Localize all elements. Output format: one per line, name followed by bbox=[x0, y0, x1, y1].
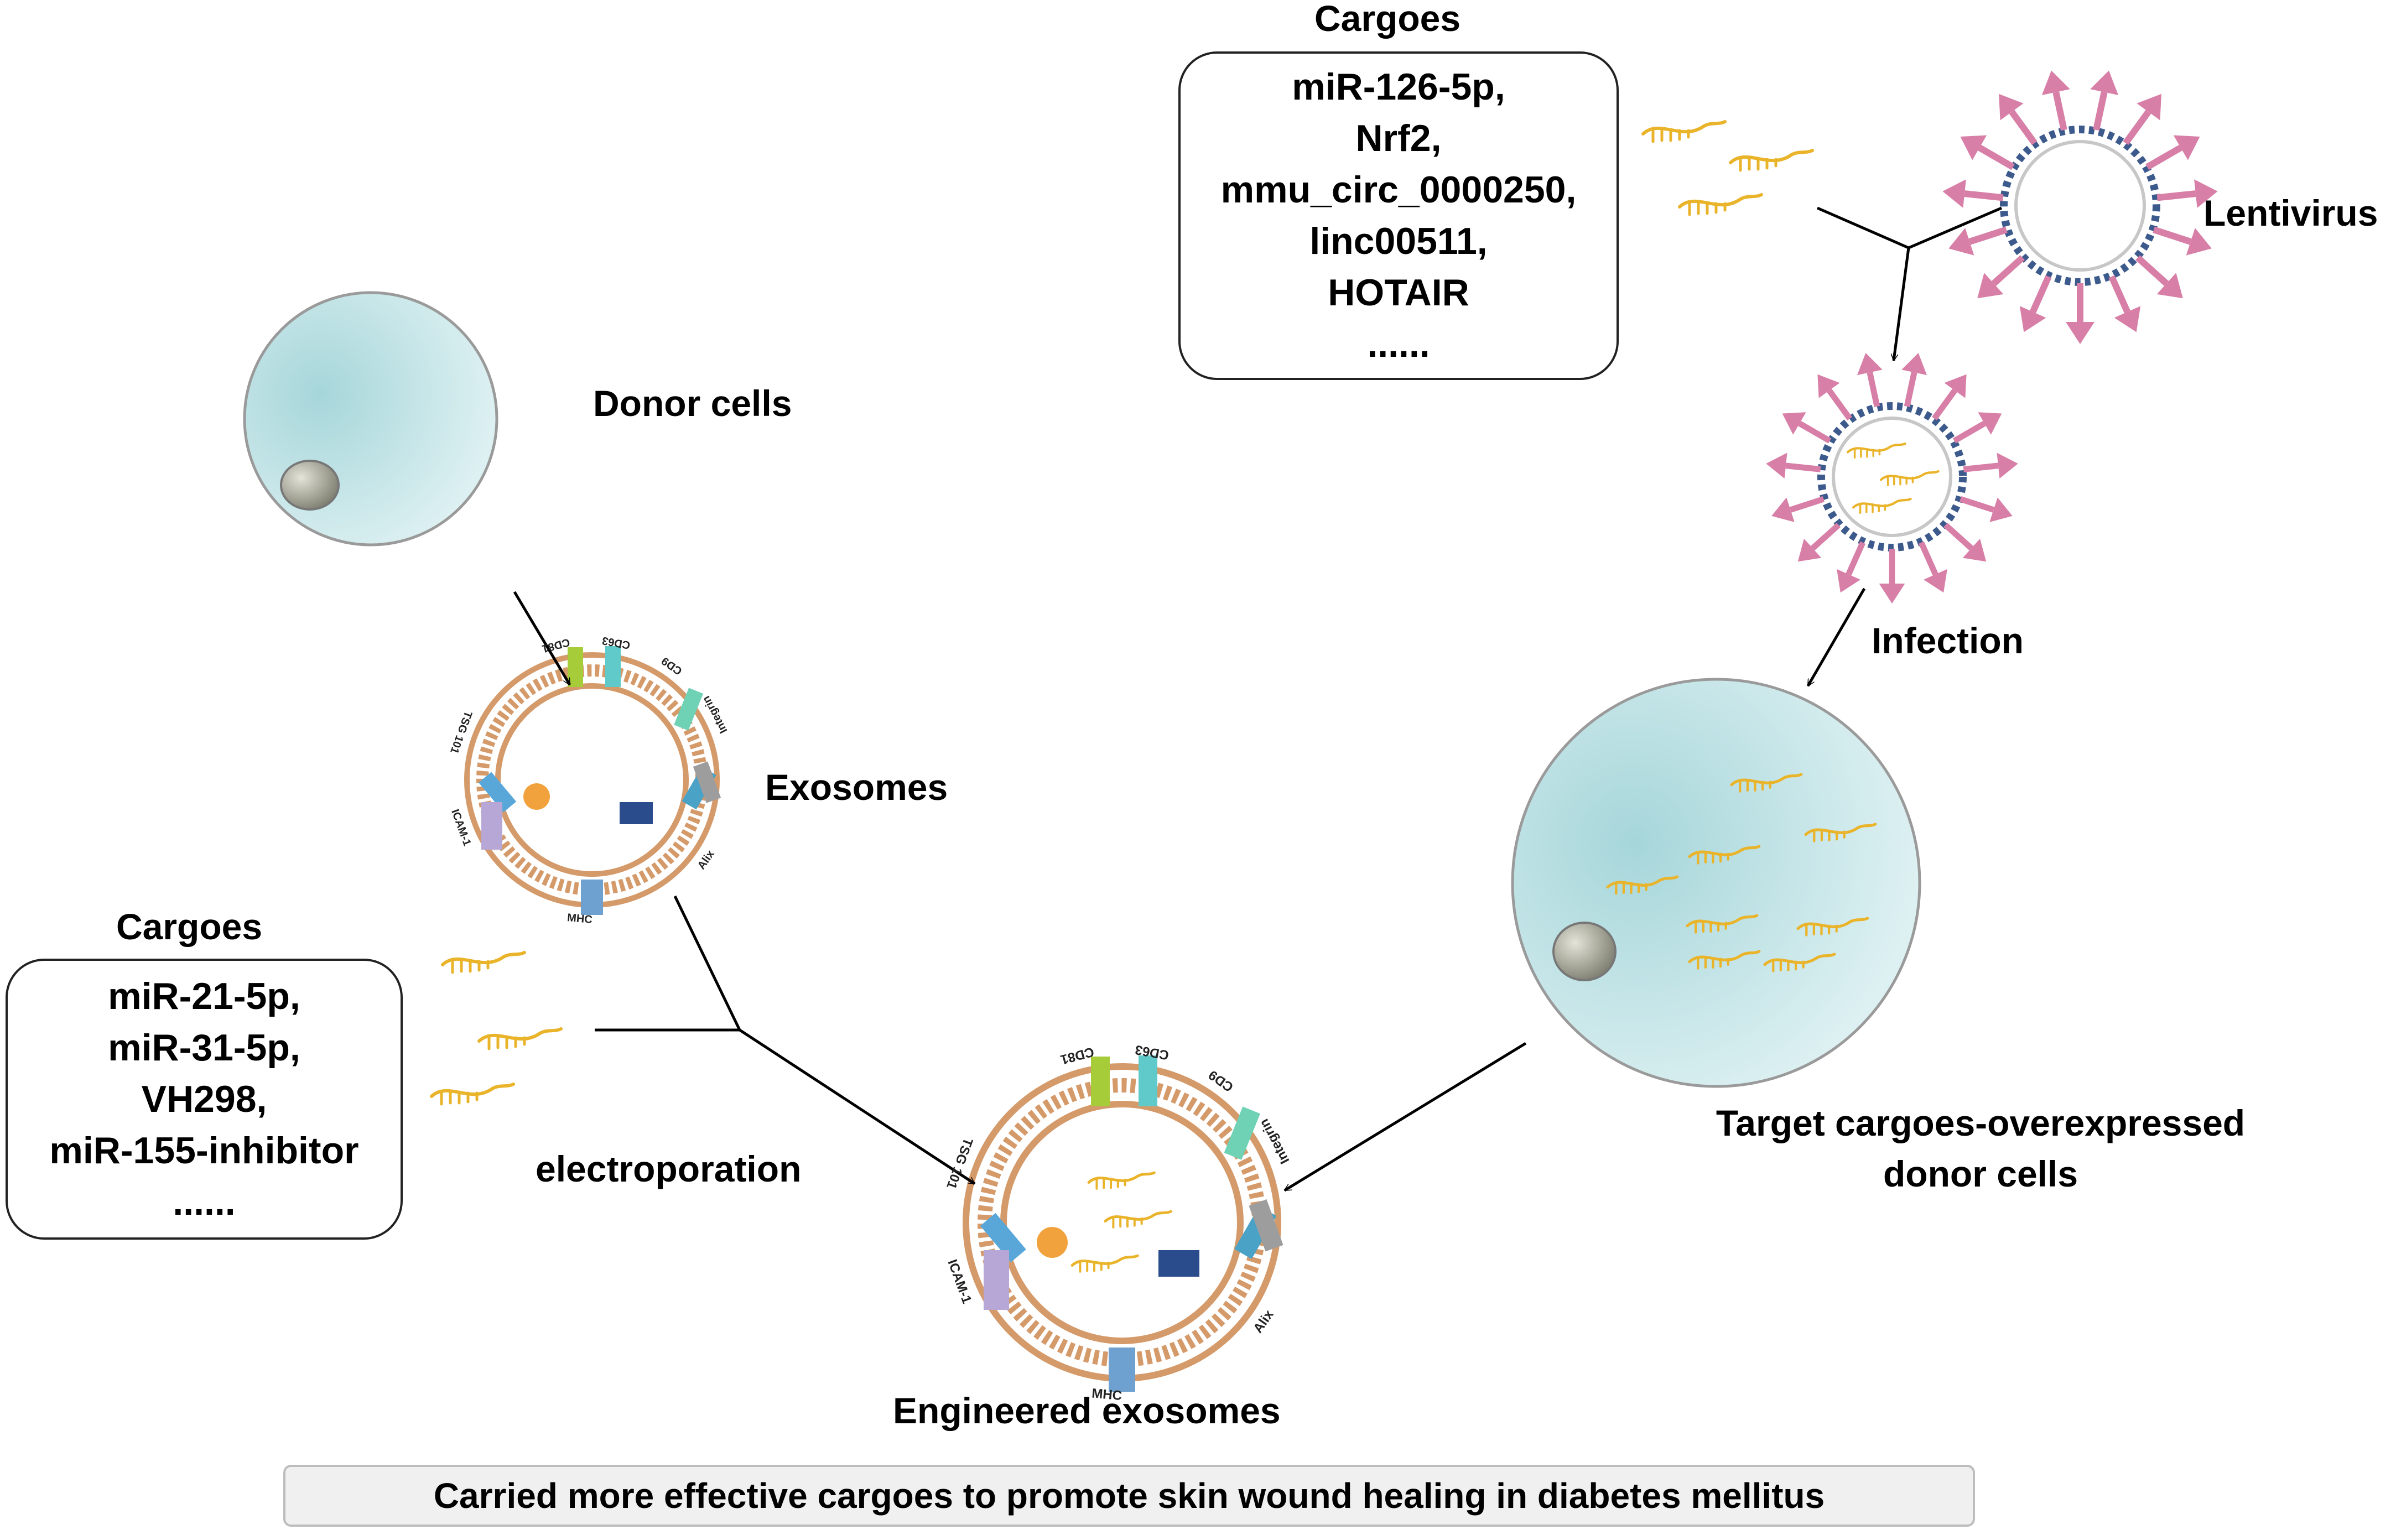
membrane-protein-label: CD81 bbox=[540, 636, 571, 654]
arrow-donor-to-exosome bbox=[513, 591, 571, 685]
lentivirus-label: Lentivirus bbox=[2203, 192, 2378, 233]
cargo-item: ...... bbox=[173, 1180, 236, 1223]
membrane-protein-label: MHC bbox=[1091, 1386, 1122, 1403]
membrane-protein-label: Alix bbox=[1250, 1307, 1277, 1336]
cargo-item: miR-155-inhibitor bbox=[49, 1129, 359, 1172]
membrane-protein-label: MHC bbox=[566, 912, 592, 926]
cargo-item: mmu_circ_0000250, bbox=[1220, 169, 1577, 211]
cargo-item: VH298, bbox=[141, 1078, 267, 1120]
arrows bbox=[513, 206, 2002, 1192]
cargo-item: HOTAIR bbox=[1328, 272, 1469, 314]
cargo-box-left: miR-21-5p, miR-31-5p, VH298, miR-155-inh… bbox=[6, 959, 403, 1240]
target-cells-label-line2: donor cells bbox=[1883, 1153, 2078, 1194]
cargo-box-right-title: Cargoes bbox=[1314, 0, 1461, 39]
rna-cargo-group-right bbox=[1643, 122, 1812, 215]
arrow-lentivirus-down bbox=[1894, 247, 1910, 361]
exosomes-label: Exosomes bbox=[765, 767, 948, 808]
membrane-protein-label: Alix bbox=[695, 848, 717, 872]
arrow-electroporation bbox=[739, 1028, 975, 1185]
target-cells-label: Target cargoes-overexpressed donor cells bbox=[1649, 1097, 2312, 1199]
membrane-protein-label: CD81 bbox=[1059, 1044, 1095, 1067]
cargo-item: miR-126-5p, bbox=[1292, 66, 1505, 108]
cargo-item: miR-21-5p, bbox=[108, 975, 300, 1017]
electroporation-label: electroporation bbox=[536, 1148, 802, 1189]
engineered-exosome bbox=[963, 1055, 1283, 1392]
donor-cells-label: Donor cells bbox=[593, 383, 792, 424]
cargo-item: Nrf2, bbox=[1355, 117, 1442, 159]
merge-left bbox=[595, 895, 742, 1032]
footer-banner: Carried more effective cargoes to promot… bbox=[283, 1465, 1975, 1527]
donor-cell bbox=[243, 291, 498, 547]
exosome bbox=[464, 646, 721, 915]
rna-cargo-group-left bbox=[432, 953, 561, 1104]
infection-label: Infection bbox=[1872, 620, 2024, 661]
arrow-target-to-engineered bbox=[1285, 1042, 1527, 1192]
loaded-lentivirus bbox=[1764, 350, 2020, 603]
cargo-item: linc00511, bbox=[1309, 220, 1488, 262]
target-cell bbox=[1511, 678, 1921, 1088]
cargo-box-left-title: Cargoes bbox=[116, 906, 263, 947]
engineered-exosomes-label: Engineered exosomes bbox=[893, 1390, 1281, 1431]
cargo-box-right: miR-126-5p, Nrf2, mmu_circ_0000250, linc… bbox=[1178, 51, 1619, 380]
lentivirus-particle bbox=[1941, 67, 2220, 344]
target-cells-label-line1: Target cargoes-overexpressed bbox=[1716, 1102, 2246, 1143]
cargo-item: ...... bbox=[1367, 323, 1430, 365]
arrow-infection bbox=[1806, 587, 1866, 686]
cargo-item: miR-31-5p, bbox=[108, 1026, 300, 1069]
membrane-protein-label: CD9 bbox=[659, 654, 684, 677]
